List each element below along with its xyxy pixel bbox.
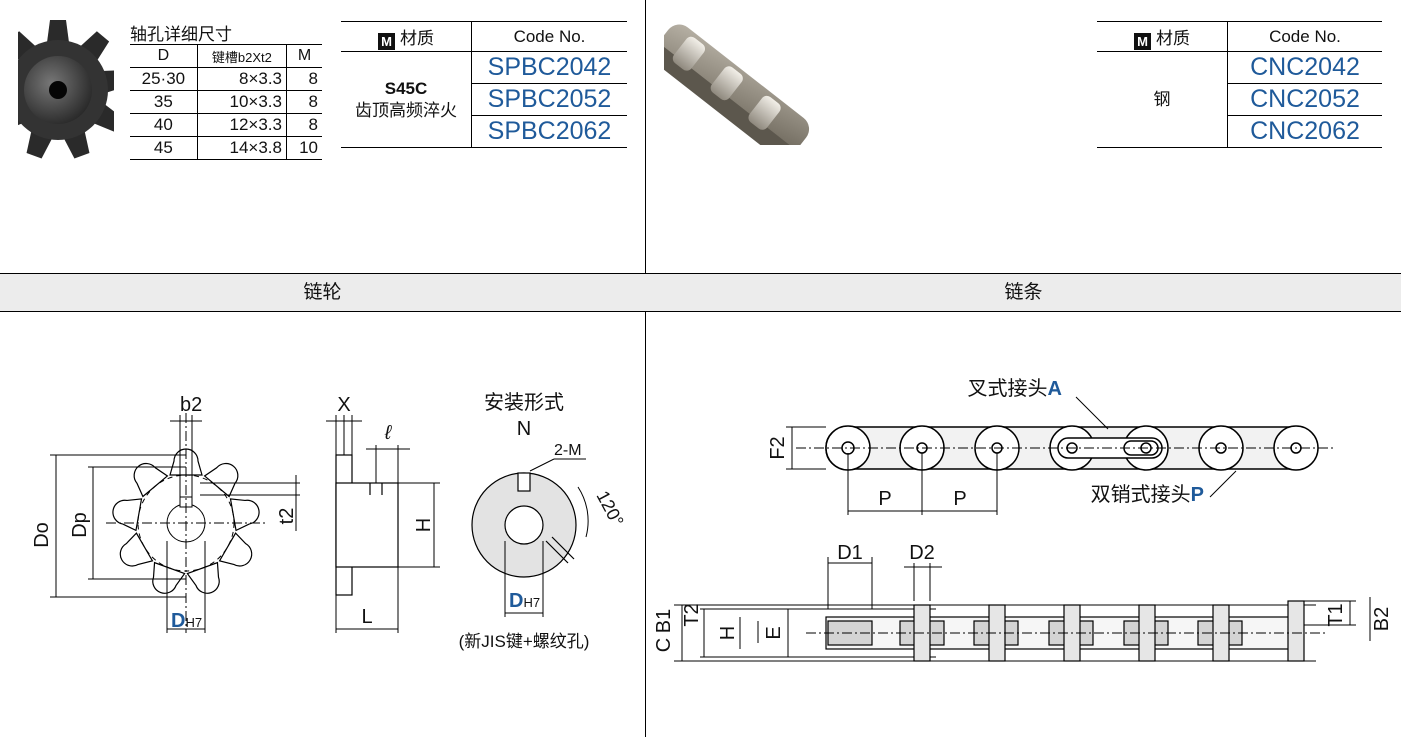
cell: 14×3.8 (196, 136, 287, 160)
cell: 45 (130, 136, 198, 160)
material-header: M 材质 (341, 21, 472, 52)
material-header-label: 材质 (400, 28, 434, 48)
dim-l: L (361, 606, 372, 628)
dim-h-chain: H (717, 626, 739, 640)
cell: 10 (286, 136, 322, 160)
joint-a-label: 叉式接头A (968, 377, 1062, 400)
code-link[interactable]: CNC2042 (1227, 51, 1382, 84)
joint-a-letter: A (1048, 378, 1062, 400)
dim-h: H (413, 518, 435, 532)
cell: 8 (286, 67, 322, 91)
dim-l-small: ℓ (384, 422, 393, 444)
sprocket-front-view (106, 413, 266, 633)
chain-photo (664, 24, 810, 145)
material-cell: 钢 (1097, 51, 1228, 148)
dim-b2: b2 (180, 394, 202, 416)
install-dh7-main: D (509, 590, 523, 612)
cell: 40 (130, 113, 198, 137)
dim-p-1: P (878, 488, 891, 510)
sprocket-code-table: M 材质 Code No. S45C 齿顶高频淬火 SPBC2042 SPBC20… (341, 21, 627, 148)
dim-x: X (337, 394, 350, 416)
cell: 25·30 (130, 67, 198, 91)
dim-f2: F2 (767, 436, 789, 459)
install-m-label: 2-M (554, 442, 582, 459)
joint-p-label: 双销式接头P (1091, 483, 1204, 506)
dim-dh7-main: D (171, 610, 185, 632)
code-header: Code No. (471, 21, 627, 52)
material-badge-icon: M (1134, 32, 1151, 50)
section-title-sprocket: 链轮 (303, 282, 342, 303)
joint-a-text: 叉式接头 (968, 377, 1048, 400)
install-dh7: DH7 (509, 590, 540, 612)
dim-dh7: DH7 (171, 610, 202, 632)
install-dh7-sub: H7 (523, 595, 540, 610)
dim-d2: D2 (909, 542, 935, 564)
code-link[interactable]: SPBC2042 (471, 51, 627, 84)
dim-e: E (763, 626, 785, 639)
install-note: (新JIS键+螺纹孔) (459, 632, 590, 651)
cell: 10×3.3 (196, 90, 287, 114)
section-title-chain: 链条 (1004, 282, 1043, 303)
spec-header-d: D (130, 44, 198, 68)
material-treatment: 齿顶高频淬火 (355, 100, 457, 120)
code-link[interactable]: CNC2062 (1227, 115, 1382, 148)
sprocket-photo (18, 20, 114, 159)
cell: 8×3.3 (196, 67, 287, 91)
material-header: M 材质 (1097, 21, 1228, 52)
code-header: Code No. (1227, 21, 1382, 52)
spec-header-key: 键槽b2Xt2 (196, 44, 287, 68)
code-link[interactable]: SPBC2052 (471, 83, 627, 116)
dim-p-2: P (953, 488, 966, 510)
joint-p-text: 双销式接头 (1091, 483, 1191, 506)
dim-dp: Dp (69, 512, 91, 538)
install-title: 安装形式 (484, 391, 564, 414)
sprocket-drawing: Do Dp b2 t2 DH7 X ℓ H L 安装形式 N 2-M 120° … (31, 391, 628, 651)
dim-t1: T1 (1325, 603, 1347, 626)
dim-do: Do (31, 522, 53, 548)
cell: 8 (286, 113, 322, 137)
dim-t2: t2 (276, 508, 298, 525)
cell: 12×3.3 (196, 113, 287, 137)
material-header-label: 材质 (1156, 28, 1190, 48)
dim-t2-chain: T2 (681, 603, 703, 626)
sprocket-side-view (335, 454, 399, 596)
chain-side-view (825, 600, 1305, 662)
section-header-band: 链轮 链条 (0, 273, 1401, 312)
material-name: S45C (384, 78, 428, 98)
code-link[interactable]: SPBC2062 (471, 115, 627, 148)
spec-table-title: 轴孔详细尺寸 (130, 25, 232, 44)
code-link[interactable]: CNC2052 (1227, 83, 1382, 116)
install-type: N (517, 418, 531, 440)
column-divider (645, 0, 646, 737)
dim-c: C (653, 638, 675, 652)
install-angle: 120° (592, 487, 627, 529)
spec-header-m: M (286, 44, 322, 68)
material-cell: S45C 齿顶高频淬火 (341, 51, 472, 148)
install-type-view (471, 472, 577, 578)
dim-b2-chain: B2 (1371, 607, 1393, 631)
cell: 8 (286, 90, 322, 114)
dim-dh7-sub: H7 (185, 615, 202, 630)
cell: 35 (130, 90, 198, 114)
dim-b1: B1 (653, 609, 675, 633)
material-badge-icon: M (378, 32, 395, 50)
chain-drawing: 叉式接头A 双销式接头P F2 P P D1 D2 B1 C T2 H E T1… (653, 377, 1393, 662)
joint-p-letter: P (1191, 484, 1204, 506)
chain-code-table: M 材质 Code No. 钢 CNC2042 CNC2052 CNC2062 (1097, 21, 1382, 148)
dim-d1: D1 (837, 542, 863, 564)
